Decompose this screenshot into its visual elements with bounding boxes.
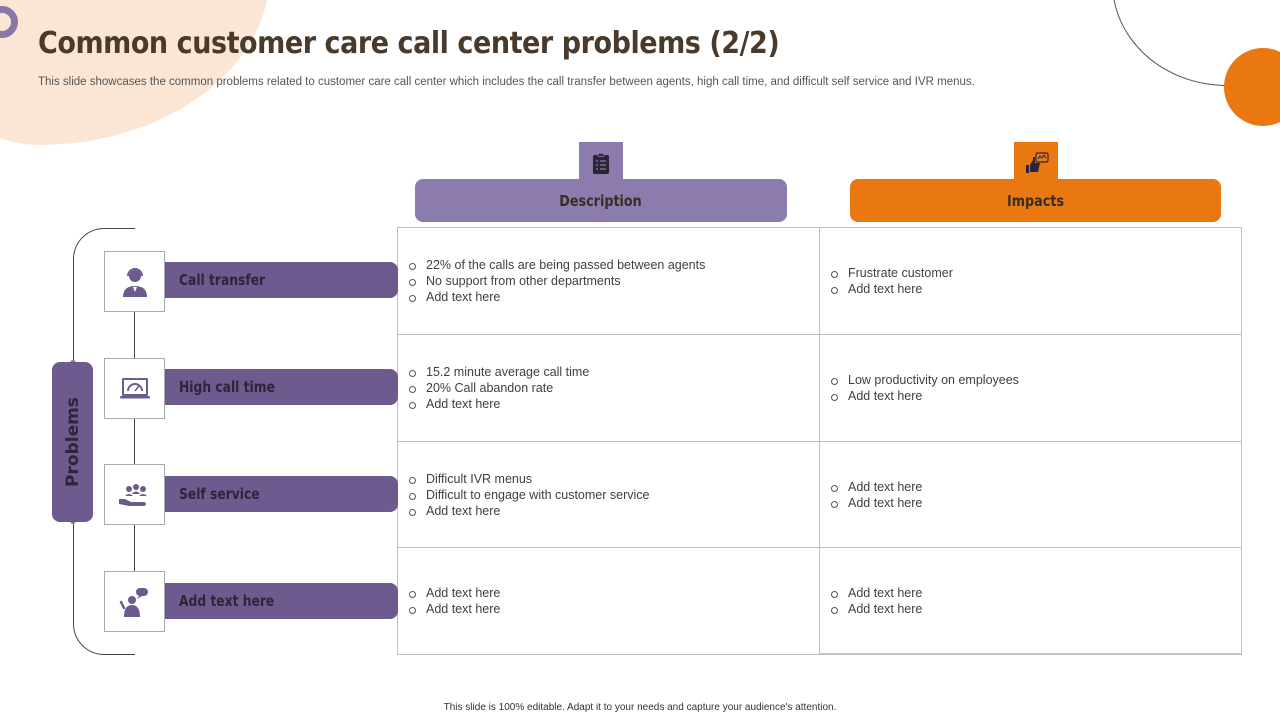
description-cell: 22% of the calls are being passed betwee… bbox=[398, 228, 820, 335]
list-item: Add text here bbox=[407, 396, 589, 412]
column-header-impacts: Impacts bbox=[850, 179, 1221, 222]
list-item: Add text here bbox=[829, 388, 1019, 404]
list-item: Low productivity on employees bbox=[829, 372, 1019, 388]
description-cell: Difficult IVR menus Difficult to engage … bbox=[398, 442, 820, 548]
list-item: Add text here bbox=[407, 585, 500, 601]
list-item: No support from other departments bbox=[407, 273, 705, 289]
list-item: Difficult to engage with customer servic… bbox=[407, 487, 649, 503]
impacts-cell: Add text here Add text here bbox=[820, 442, 1241, 548]
row-label-high-call-time: High call time bbox=[162, 369, 398, 405]
column-header-description: Description bbox=[415, 179, 787, 222]
decorative-blob bbox=[0, 0, 270, 145]
row-label-add-text: Add text here bbox=[162, 583, 398, 619]
list-item: Add text here bbox=[829, 601, 922, 617]
list-item: Add text here bbox=[407, 289, 705, 305]
agent-headset-icon bbox=[104, 251, 165, 312]
list-item: Add text here bbox=[829, 479, 922, 495]
page-title: Common customer care call center problem… bbox=[38, 26, 780, 61]
decorative-disc bbox=[1224, 48, 1280, 126]
problems-label: Problems bbox=[52, 362, 93, 522]
list-item: Add text here bbox=[829, 281, 953, 297]
footer-note: This slide is 100% editable. Adapt it to… bbox=[443, 702, 837, 713]
impacts-cell: Low productivity on employees Add text h… bbox=[820, 335, 1241, 442]
list-item: 20% Call abandon rate bbox=[407, 380, 589, 396]
description-cell: 15.2 minute average call time 20% Call a… bbox=[398, 335, 820, 442]
impacts-cell: Frustrate customer Add text here bbox=[820, 228, 1241, 335]
connector-spine bbox=[134, 310, 135, 572]
problems-table: 22% of the calls are being passed betwee… bbox=[397, 227, 1242, 655]
monitor-gauge-icon bbox=[104, 358, 165, 419]
hand-people-icon bbox=[104, 464, 165, 525]
list-item: Frustrate customer bbox=[829, 265, 953, 281]
list-item: Difficult IVR menus bbox=[407, 471, 649, 487]
list-item: Add text here bbox=[407, 601, 500, 617]
impacts-cell: Add text here Add text here bbox=[820, 548, 1241, 654]
person-speech-icon bbox=[104, 571, 165, 632]
row-label-self-service: Self service bbox=[162, 476, 398, 512]
decorative-ring bbox=[0, 6, 18, 38]
list-item: Add text here bbox=[829, 495, 922, 511]
row-label-call-transfer: Call transfer bbox=[162, 262, 398, 298]
list-item: 22% of the calls are being passed betwee… bbox=[407, 257, 705, 273]
list-item: Add text here bbox=[829, 585, 922, 601]
list-item: 15.2 minute average call time bbox=[407, 364, 589, 380]
page-subtitle: This slide showcases the common problems… bbox=[38, 76, 975, 88]
description-cell: Add text here Add text here bbox=[398, 548, 820, 654]
list-item: Add text here bbox=[407, 503, 649, 519]
